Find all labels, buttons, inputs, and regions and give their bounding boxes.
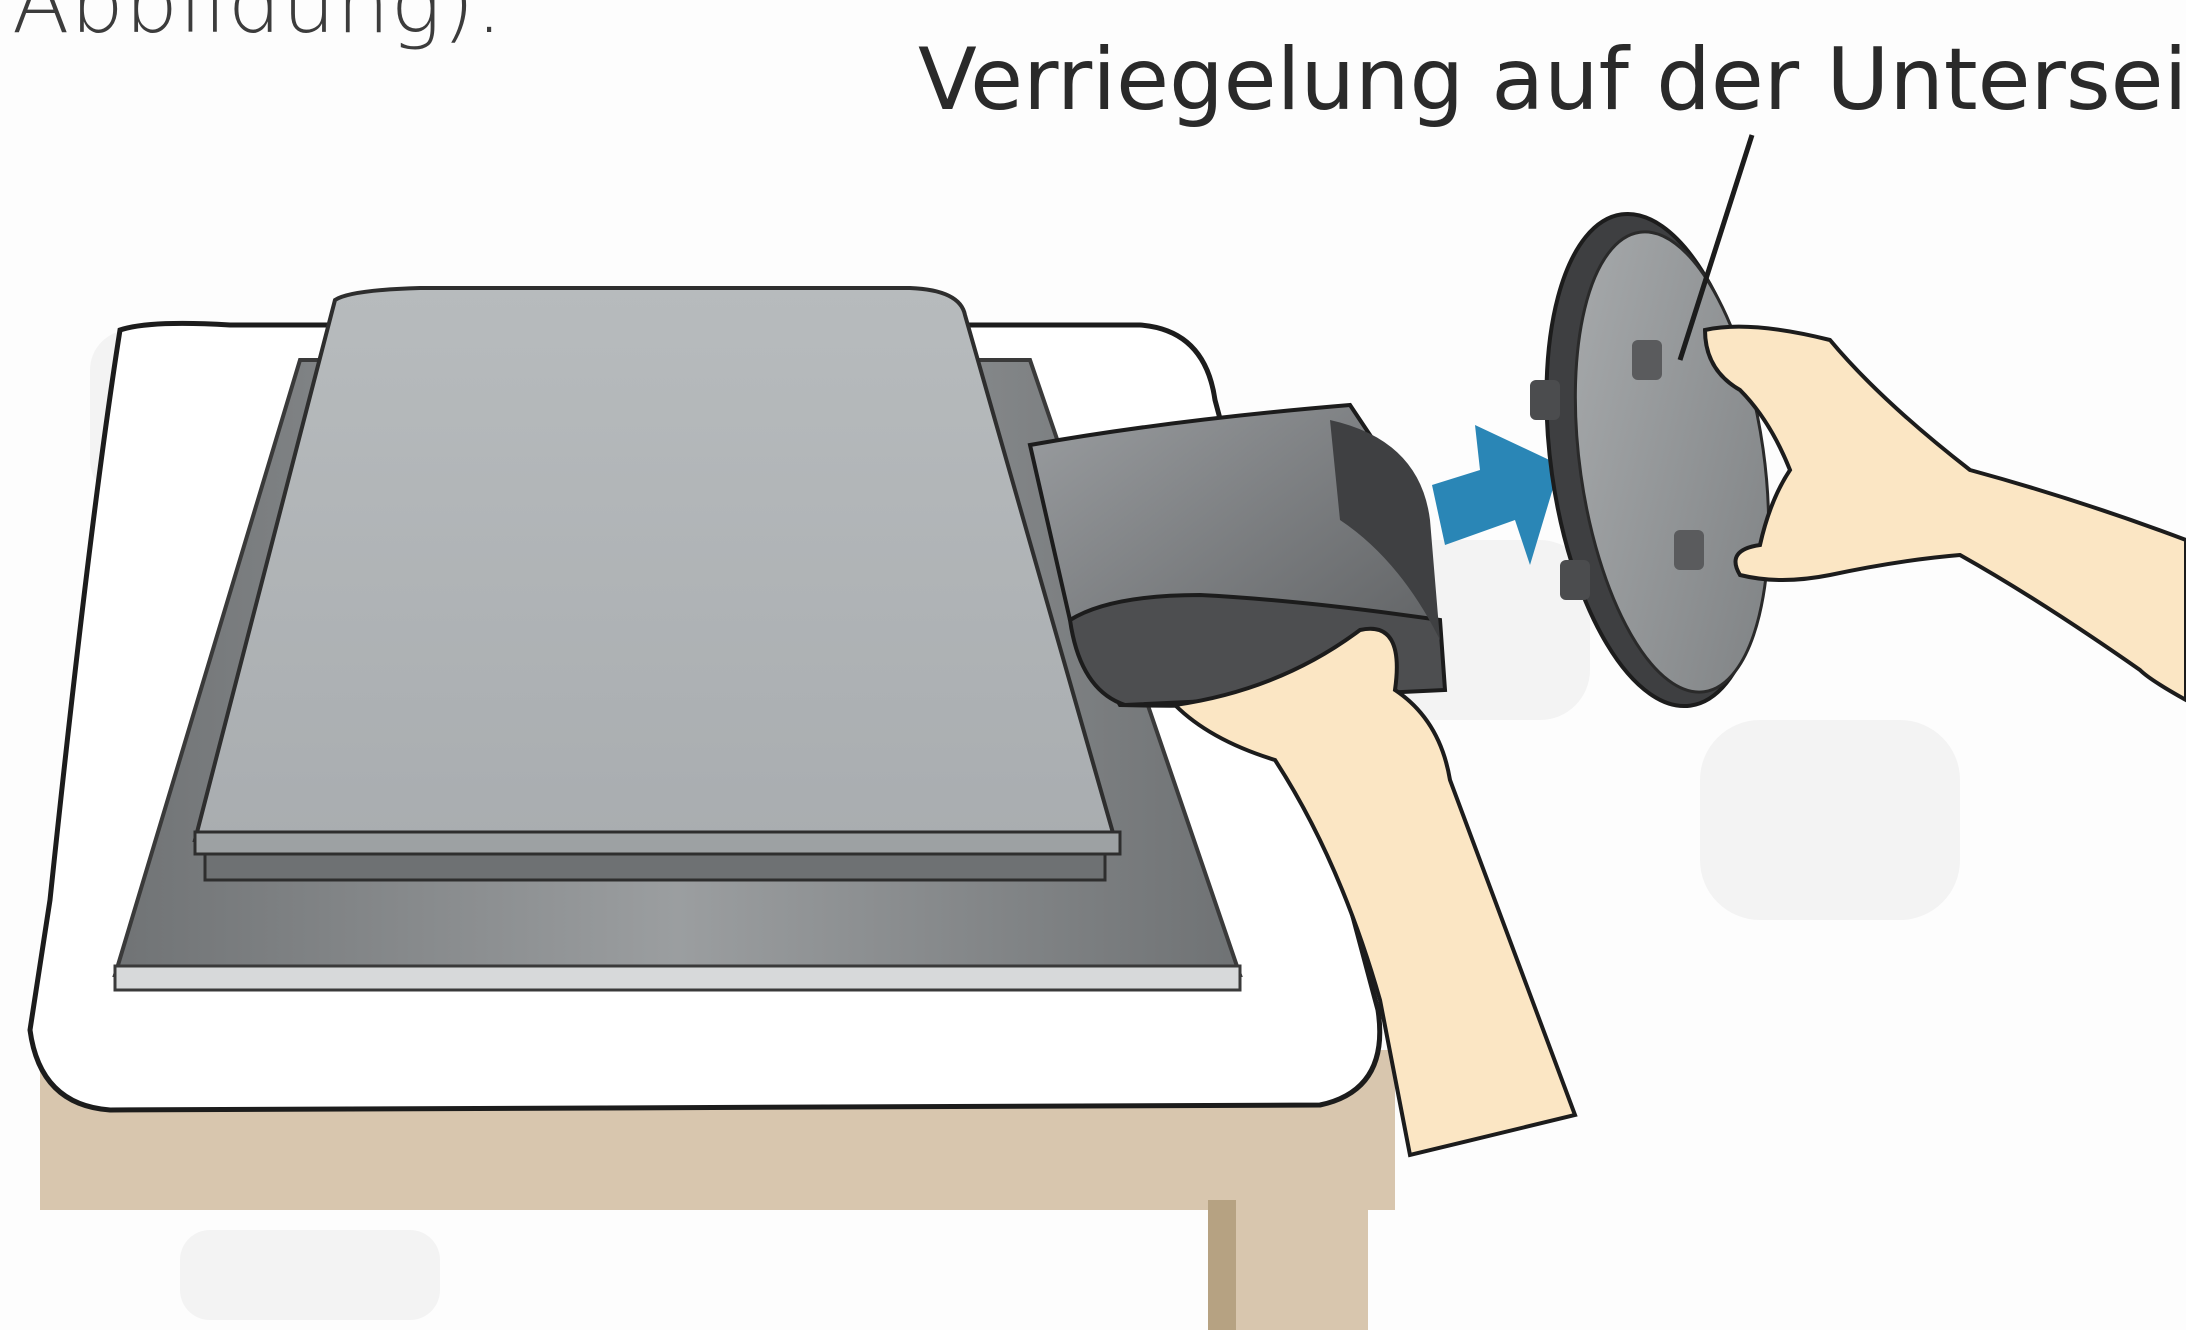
hand-holding-base-icon	[1705, 327, 2186, 700]
